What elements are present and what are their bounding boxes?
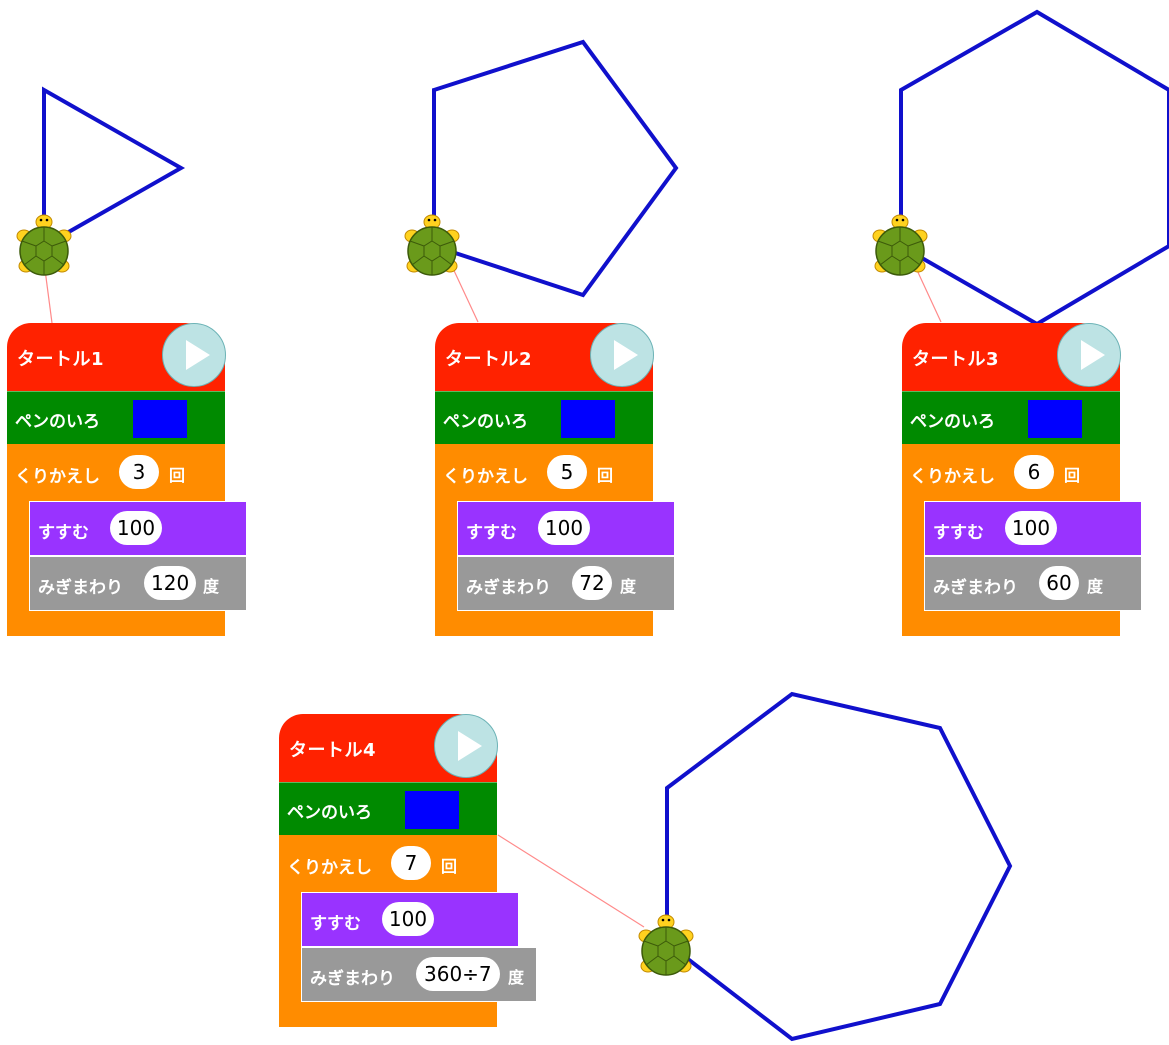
move-block[interactable]: すすむ 100: [924, 501, 1142, 556]
turtle-1-sprite[interactable]: [14, 212, 74, 278]
turtle-4-program: タートル4 ペンのいろ くりかえし 7 回 すすむ 100 みぎまわり 360÷…: [279, 714, 539, 1028]
pen-color-block[interactable]: ペンのいろ: [279, 782, 497, 835]
turn-angle-input[interactable]: 72: [572, 566, 612, 600]
pen-color-swatch[interactable]: [405, 791, 459, 829]
move-block[interactable]: すすむ 100: [457, 501, 675, 556]
repeat-unit-label: 回: [169, 466, 186, 485]
turn-block[interactable]: みぎまわり 360÷7 度: [301, 947, 537, 1002]
turtle-3-program: タートル3 ペンのいろ くりかえし 6 回 すすむ 100 みぎまわり 60 度: [902, 323, 1143, 637]
turn-angle-input[interactable]: 120: [144, 566, 197, 600]
turtle-1-path: [42, 86, 186, 250]
program-title: タートル1: [17, 349, 105, 370]
repeat-count-input[interactable]: 7: [391, 846, 431, 880]
repeat-block[interactable]: くりかえし 5 回 すすむ 100 みぎまわり 72 度: [435, 444, 675, 636]
turtle-3-path: [899, 9, 1169, 327]
turtle-1-program: タートル1 ペンのいろ くりかえし 3 回 すすむ 100 みぎまわり 120 …: [7, 323, 248, 637]
repeat-block[interactable]: くりかえし 3 回 すすむ 100 みぎまわり 120 度: [7, 444, 247, 636]
repeat-block[interactable]: くりかえし 6 回 すすむ 100 みぎまわり 60 度: [902, 444, 1142, 636]
play-icon: [186, 340, 210, 370]
turtle-2-sprite[interactable]: [402, 212, 462, 278]
program-title: タートル2: [445, 349, 533, 370]
turn-block[interactable]: みぎまわり 72 度: [457, 556, 675, 611]
turn-label: みぎまわり: [38, 578, 123, 598]
turn-unit-label: 度: [203, 577, 220, 596]
repeat-label: くりかえし: [443, 467, 528, 487]
turtle-4-sprite[interactable]: [636, 912, 696, 978]
play-button[interactable]: [434, 714, 498, 778]
pen-color-swatch[interactable]: [1028, 400, 1082, 438]
repeat-count-input[interactable]: 5: [547, 455, 587, 489]
move-distance-input[interactable]: 100: [538, 511, 590, 545]
turtle-3-sprite[interactable]: [870, 212, 930, 278]
pen-color-label: ペンのいろ: [15, 412, 100, 432]
pen-color-block[interactable]: ペンのいろ: [7, 391, 225, 444]
pen-color-block[interactable]: ペンのいろ: [435, 391, 653, 444]
move-block[interactable]: すすむ 100: [29, 501, 247, 556]
move-block[interactable]: すすむ 100: [301, 892, 519, 947]
move-distance-input[interactable]: 100: [1005, 511, 1057, 545]
turn-unit-label: 度: [508, 968, 525, 987]
turtle-4-path: [665, 691, 1013, 1042]
play-button[interactable]: [590, 323, 654, 387]
play-icon: [458, 731, 482, 761]
play-button[interactable]: [1057, 323, 1121, 387]
turn-unit-label: 度: [1087, 577, 1104, 596]
repeat-count-input[interactable]: 6: [1014, 455, 1054, 489]
program-title: タートル4: [289, 740, 377, 761]
repeat-label: くりかえし: [910, 467, 995, 487]
play-button[interactable]: [162, 323, 226, 387]
turtle-2-program: タートル2 ペンのいろ くりかえし 5 回 すすむ 100 みぎまわり 72 度: [435, 323, 676, 637]
repeat-count-input[interactable]: 3: [119, 455, 159, 489]
move-label: すすむ: [933, 523, 984, 543]
program-title: タートル3: [912, 349, 1000, 370]
turn-label: みぎまわり: [933, 578, 1018, 598]
repeat-label: くりかえし: [287, 858, 372, 878]
play-icon: [1081, 340, 1105, 370]
turn-angle-input[interactable]: 360÷7: [416, 957, 500, 991]
move-distance-input[interactable]: 100: [110, 511, 162, 545]
turtle-2-path: [432, 39, 679, 298]
turn-block[interactable]: みぎまわり 120 度: [29, 556, 247, 611]
move-distance-input[interactable]: 100: [382, 902, 434, 936]
pen-color-block[interactable]: ペンのいろ: [902, 391, 1120, 444]
turn-block[interactable]: みぎまわり 60 度: [924, 556, 1142, 611]
pen-color-label: ペンのいろ: [443, 412, 528, 432]
move-label: すすむ: [310, 914, 361, 934]
repeat-unit-label: 回: [1064, 466, 1081, 485]
turtle-4-tether: [497, 834, 645, 928]
turn-label: みぎまわり: [466, 578, 551, 598]
repeat-unit-label: 回: [597, 466, 614, 485]
move-label: すすむ: [466, 523, 517, 543]
pen-color-label: ペンのいろ: [287, 803, 372, 823]
repeat-label: くりかえし: [15, 467, 100, 487]
turtle-3-tether: [915, 267, 942, 323]
pen-color-label: ペンのいろ: [910, 412, 995, 432]
play-icon: [614, 340, 638, 370]
pen-color-swatch[interactable]: [561, 400, 615, 438]
turn-label: みぎまわり: [310, 969, 395, 989]
turn-unit-label: 度: [620, 577, 637, 596]
pen-color-swatch[interactable]: [133, 400, 187, 438]
repeat-unit-label: 回: [441, 857, 458, 876]
move-label: すすむ: [38, 523, 89, 543]
repeat-block[interactable]: くりかえし 7 回 すすむ 100 みぎまわり 360÷7 度: [279, 835, 537, 1027]
turtle-2-tether: [449, 261, 479, 323]
turn-angle-input[interactable]: 60: [1039, 566, 1079, 600]
